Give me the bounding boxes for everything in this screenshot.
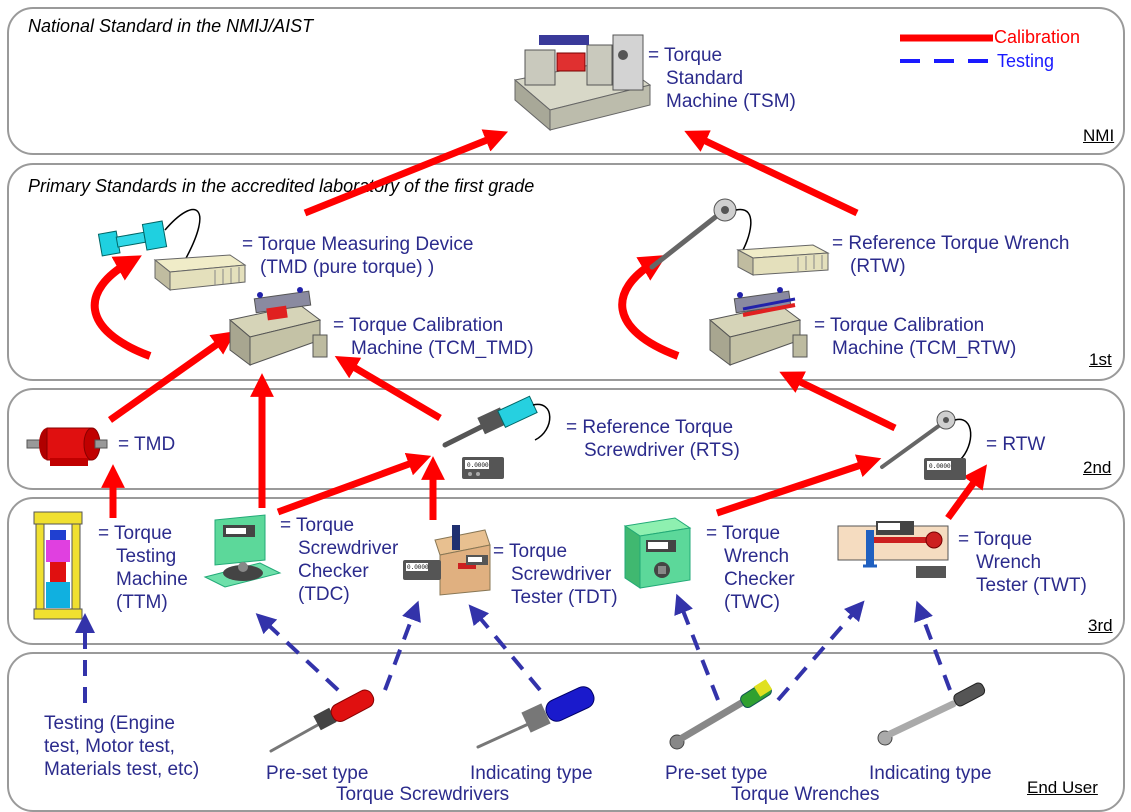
rtw-indicator-box [736,244,830,276]
ttm-label: = Torque Testing Machine (TTM) [98,523,188,613]
screwdriver-preset-label: Pre-set type [266,763,369,784]
preset-screwdriver [269,689,375,753]
curved-arrow-left [90,255,152,360]
indicating-screwdriver [476,686,595,749]
screwdriver-indicating-label: Indicating type [470,763,593,784]
test-arrow-sd-preset-to-tdt [383,600,421,691]
arrow-rtw2-to-tcm-rtw [779,371,897,432]
rts-label: = Reference Torque Screwdriver (RTS) [566,417,740,461]
tmd-device-label: = Torque Measuring Device (TMD (pure tor… [242,234,474,278]
twc-label: = Torque Wrench Checker (TWC) [706,523,795,613]
tdt-indicator: 0.0000 [403,560,441,580]
svg-text:0.0000: 0.0000 [929,463,951,470]
test-arrow-wr-preset-to-twc [674,593,720,701]
torque-wrench-checker [623,517,692,589]
tsm-label: = Torque Standard Machine (TSM) [648,45,796,112]
testing-usage-label: Testing (Engine test, Motor test, Materi… [44,713,200,780]
wrench-group-label: Torque Wrenches [731,784,880,805]
torque-screwdriver-tester [434,525,491,596]
third-tag: 3rd [1088,616,1113,635]
torque-testing-machine [33,511,83,620]
rtw-reference-label: = Reference Torque Wrench (RTW) [832,233,1070,277]
tcm-tmd-label: = Torque Calibration Machine (TCM_TMD) [333,315,534,359]
curved-arrow-right [618,255,680,360]
tmd-second-label: = TMD [118,434,176,455]
tmd-red-transducer [26,427,108,466]
torque-wrench-tester [837,521,949,578]
wrench-preset-label: Pre-set type [665,763,768,784]
test-arrow-sd-preset-to-tdc [255,613,340,692]
rts-indicator: 0.0000 [462,457,504,479]
test-arrow-wr-indicating-to-twt [914,600,952,691]
arrow-tmd-to-tsm [303,129,509,217]
test-arrow-sd-indicating-to-tdt [468,604,542,692]
torque-measuring-device [97,208,247,292]
rtw-second-grade [880,410,972,469]
first-tag: 1st [1089,350,1112,369]
arrow-tdc-to-rts [276,452,432,516]
arrow-rts-to-tcm-tmd [334,355,442,422]
tdc-label: = Torque Screwdriver Checker (TDC) [280,515,399,605]
torque-calibration-machine-tmd [228,287,328,366]
svg-text:0.0000: 0.0000 [467,462,489,469]
end-user-tag: End User [1027,778,1098,797]
second-tag: 2nd [1083,458,1112,477]
arrow-twt-to-rtw2 [945,464,987,521]
screwdriver-group-label: Torque Screwdrivers [336,784,510,805]
arrow-tmd2-to-tcm-tmd [107,331,236,423]
reference-torque-screwdriver [442,395,551,448]
reference-torque-wrench [649,198,752,270]
wrench-indicating-label: Indicating type [869,763,992,784]
rtw2-indicator: 0.0000 [924,458,966,480]
arrow-twc-to-rtw2 [715,454,882,517]
preset-wrench [669,679,773,750]
rtw-second-label: = RTW [986,434,1046,455]
arrow-rtw-to-tsm [684,130,859,217]
first-grade-title: Primary Standards in the accredited labo… [28,176,535,196]
svg-text:0.0000: 0.0000 [407,564,429,571]
nmi-title: National Standard in the NMIJ/AIST [28,16,314,36]
torque-screwdriver-checker [203,514,282,588]
torque-calibration-machine-rtw [708,287,808,366]
tier-end-user [7,652,1125,812]
twt-label: = Torque Wrench Tester (TWT) [958,529,1087,596]
torque-standard-machine [513,34,652,132]
test-arrow-wr-preset-to-twt [776,600,865,702]
indicating-wrench [877,682,986,746]
legend-lines [900,34,993,63]
legend-testing: Testing [997,51,1055,71]
tcm-rtw-label: = Torque Calibration Machine (TCM_RTW) [814,315,1017,359]
tdt-label: = Torque Screwdriver Tester (TDT) [493,541,618,608]
nmi-tag: NMI [1083,126,1115,145]
legend-calibration: Calibration [994,27,1081,47]
